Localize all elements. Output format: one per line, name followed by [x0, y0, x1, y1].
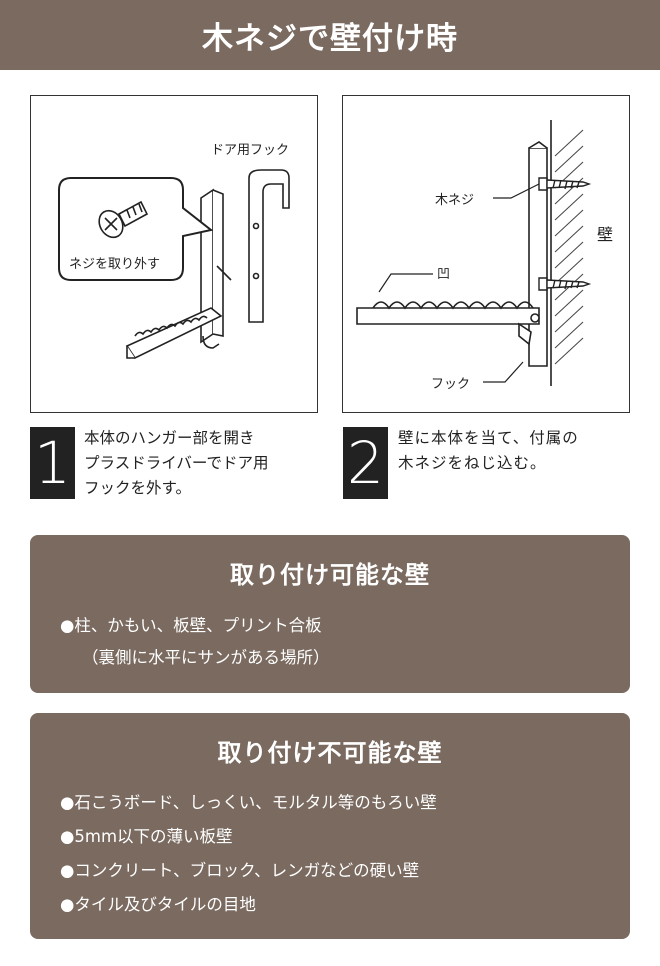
callout-bubble: ネジを取り外す — [58, 177, 214, 281]
hook-label: フック — [431, 377, 470, 392]
list-item: （裏側に水平にサンがある場所） — [82, 648, 330, 667]
step-2-line: 壁に本体を当て、付属の — [398, 429, 579, 447]
wall-mount-illustration: 壁 木ネジ 凹 フック — [356, 120, 613, 392]
step-1-line: プラスドライバーでドア用 — [84, 454, 269, 472]
wall-hatching — [554, 129, 584, 365]
possible-walls-title: 取り付け可能な壁 — [230, 561, 430, 589]
step-1-line: フックを外す。 — [84, 479, 191, 497]
list-item: ●コンクリート、ブロック、レンガなどの硬い壁 — [60, 861, 420, 880]
remove-hook-illustration: ドア用フック ネジを取り外す — [58, 143, 290, 360]
wood-screw-label: 木ネジ — [435, 193, 474, 208]
step-number-1: 1 — [30, 427, 75, 499]
impossible-walls-title: 取り付け不可能な壁 — [217, 739, 443, 767]
leader-lines — [378, 183, 540, 383]
door-hook-icon — [248, 169, 290, 323]
possible-walls-list: ●柱、かもい、板壁、プリント合板 （裏側に水平にサンがある場所） — [30, 610, 630, 674]
list-item: ●柱、かもい、板壁、プリント合板 — [60, 616, 322, 635]
impossible-walls-box: 取り付け不可能な壁 ●石こうボード、しっくい、モルタル等のもろい壁 ●5mm以下… — [30, 713, 630, 939]
step-1-line: 本体のハンガー部を開き — [84, 429, 255, 447]
wall-label: 壁 — [597, 225, 613, 244]
page-title: 木ネジで壁付け時 — [202, 20, 458, 57]
step-text-2: 壁に本体を当て、付属の 木ネジをねじ込む。 — [398, 426, 638, 476]
step-text-1: 本体のハンガー部を開き プラスドライバーでドア用 フックを外す。 — [84, 426, 316, 501]
list-item: ●5mm以下の薄い板壁 — [60, 827, 233, 846]
door-hook-label: ドア用フック — [211, 143, 289, 158]
possible-walls-box: 取り付け可能な壁 ●柱、かもい、板壁、プリント合板 （裏側に水平にサンがある場所… — [30, 535, 630, 693]
list-item: ●タイル及びタイルの目地 — [60, 895, 256, 914]
illustration-panel-1: ドア用フック ネジを取り外す — [30, 95, 318, 413]
notch-label: 凹 — [437, 267, 450, 282]
step-number-2: 2 — [343, 427, 388, 499]
illustration-panel-2: 壁 木ネジ 凹 フック — [342, 95, 630, 413]
hanger-body-icon — [356, 141, 548, 367]
step-2-line: 木ネジをねじ込む。 — [398, 454, 547, 472]
screw-icon — [98, 200, 149, 239]
wood-screw-icon — [538, 177, 592, 291]
page-header: 木ネジで壁付け時 — [0, 0, 660, 70]
hanger-body-icon — [125, 188, 232, 360]
callout-label: ネジを取り外す — [69, 257, 160, 272]
list-item: ●石こうボード、しっくい、モルタル等のもろい壁 — [60, 793, 437, 812]
impossible-walls-list: ●石こうボード、しっくい、モルタル等のもろい壁 ●5mm以下の薄い板壁 ●コンク… — [30, 786, 630, 922]
